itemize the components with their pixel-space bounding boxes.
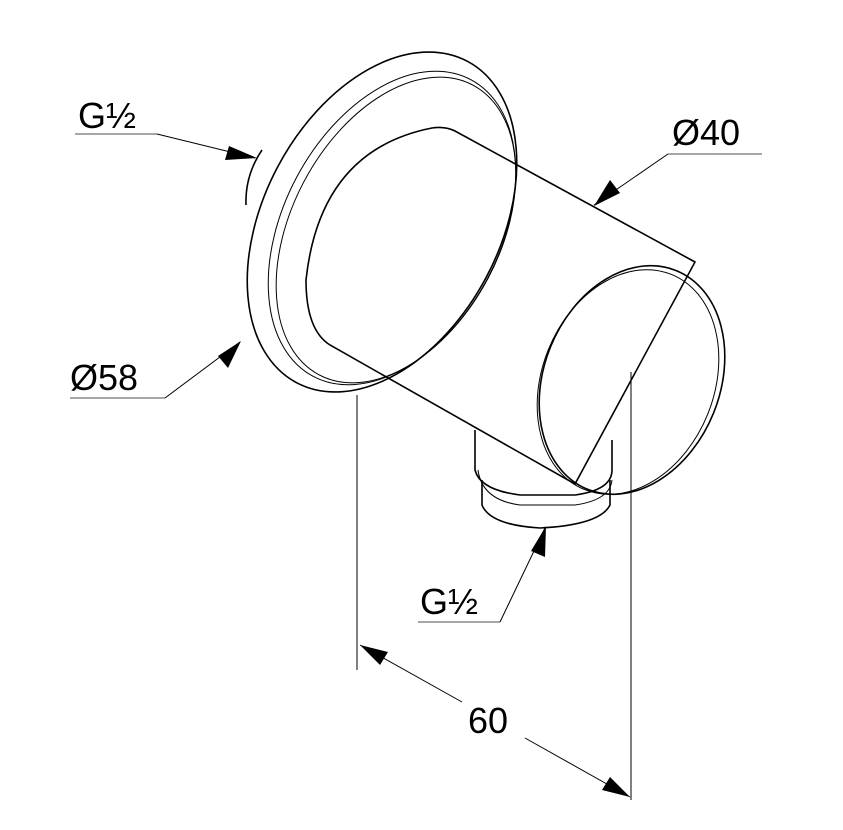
arrow-icon [225, 146, 257, 160]
callout-outlet-thread: G½ [418, 526, 546, 623]
arrow-icon [360, 645, 388, 665]
outlet-thread-label: G½ [420, 581, 478, 622]
callout-inlet-thread: G½ [75, 95, 257, 160]
outlet-diameter-label: Ø40 [672, 112, 740, 153]
projection-label: 60 [468, 700, 508, 741]
inlet-thread-label: G½ [78, 95, 136, 136]
plate-diameter-label: Ø58 [70, 357, 138, 398]
wall-plate [245, 51, 518, 393]
outlet-body [305, 126, 726, 530]
arrow-icon [594, 180, 620, 206]
dimension-60: 60 [356, 372, 632, 800]
callout-plate-diameter: Ø58 [70, 341, 241, 399]
arrow-icon [218, 341, 241, 368]
callout-outlet-diameter: Ø40 [593, 112, 762, 206]
arrow-icon [602, 777, 630, 797]
arrow-icon [531, 526, 546, 557]
